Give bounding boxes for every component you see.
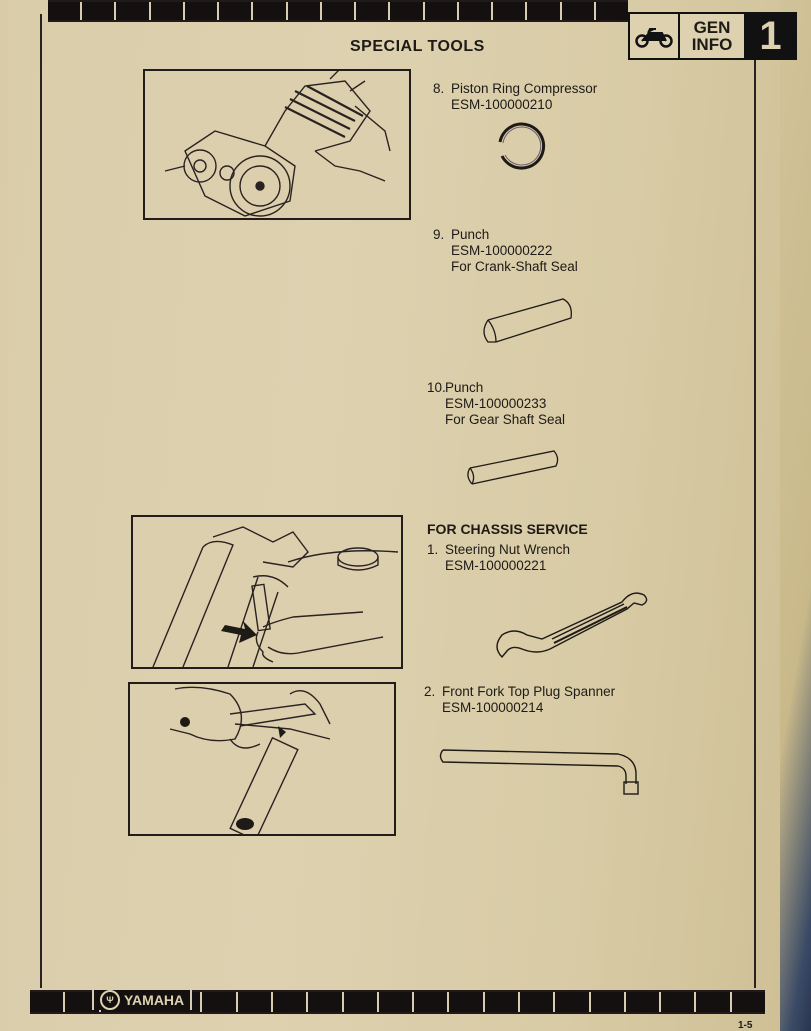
tool-name: Punch: [451, 227, 490, 242]
tool-number: 9.: [433, 227, 445, 242]
brand-name: YAMAHA: [124, 992, 185, 1008]
page-title: SPECIAL TOOLS: [350, 38, 485, 55]
tool-name: Punch: [445, 380, 484, 395]
section-heading-chassis: FOR CHASSIS SERVICE: [427, 521, 588, 537]
tool-note: For Crank-Shaft Seal: [451, 259, 578, 274]
tool-part-number: ESM-100000210: [451, 97, 553, 112]
page-number: 1-5: [738, 1020, 753, 1031]
tool-item-10: 10.Punch ESM-100000233 For Gear Shaft Se…: [427, 380, 565, 428]
punch-icon: [467, 450, 559, 485]
tool-note: For Gear Shaft Seal: [445, 412, 566, 427]
tool-name: Piston Ring Compressor: [451, 81, 598, 96]
tool-part-number: ESM-100000221: [445, 558, 547, 573]
chapter-label-line1: GEN: [693, 18, 731, 37]
punch-icon: [483, 298, 572, 343]
piston-ring-icon: [498, 122, 546, 170]
chapter-tab: GEN INFO 1: [628, 12, 797, 60]
tool-name: Steering Nut Wrench: [445, 542, 571, 557]
chapter-number: 1: [746, 14, 795, 58]
tool-number: 10.: [427, 380, 446, 395]
tool-part-number: ESM-100000222: [451, 243, 553, 258]
tool-item-9: 9. Punch ESM-100000222 For Crank-Shaft Se…: [433, 227, 578, 275]
tool-number: 2.: [424, 684, 436, 699]
yamaha-logo: Ψ YAMAHA: [92, 990, 193, 1010]
top-film-strip: [48, 0, 628, 22]
tool-item-8: 8. Piston Ring Compressor ESM-100000210: [433, 81, 597, 113]
tool-number: 1.: [427, 542, 439, 557]
motorcycle-icon: [630, 14, 680, 58]
tool-number: 8.: [433, 81, 445, 96]
chassis-tool-item-2: 2. Front Fork Top Plug Spanner ESM-100000…: [424, 684, 615, 716]
chapter-label-line2: INFO: [691, 35, 733, 54]
chapter-label: GEN INFO: [680, 14, 746, 58]
tool-name: Front Fork Top Plug Spanner: [442, 684, 616, 699]
engine-illustration: [143, 68, 411, 220]
page-frame: [40, 14, 756, 988]
tuning-fork-emblem-icon: Ψ: [100, 990, 120, 1010]
hook-wrench-icon: [496, 592, 648, 659]
l-spanner-icon: [439, 749, 639, 795]
tool-part-number: ESM-100000214: [442, 700, 544, 715]
fork-plug-illustration: [128, 682, 396, 842]
tool-part-number: ESM-100000233: [445, 396, 547, 411]
chassis-tool-item-1: 1. Steering Nut Wrench ESM-100000221: [427, 542, 570, 574]
steering-nut-illustration: [131, 515, 403, 669]
